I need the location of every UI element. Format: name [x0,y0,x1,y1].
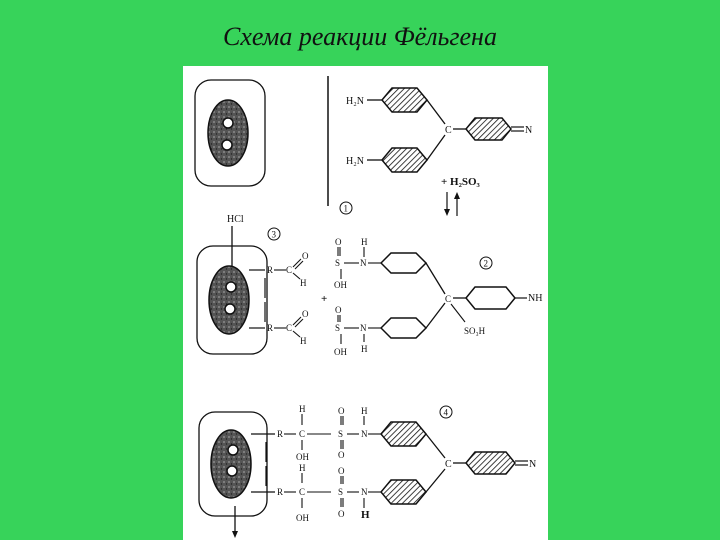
step-3-number: 3 [272,230,277,240]
benzene-ring-prod-bottom [380,479,427,505]
step-1-number: 1 [344,204,349,214]
label-o-1: O [302,251,309,261]
label-s-3: S [338,429,343,439]
label-oh-1: OH [334,280,347,290]
label-o-3: O [335,237,342,247]
step-2-number: 2 [484,259,489,269]
cell-2 [196,245,268,355]
label-n-top: N [525,125,532,136]
benzene-ring-right-mid [465,286,516,310]
label-r-4: R [277,487,283,497]
label-h-6: H [361,406,368,416]
label-h-1: H [300,278,307,288]
label-h2so3: + H₂SO₃ [441,176,481,188]
step-marker-2 [479,256,493,270]
label-n-4: N [361,429,368,439]
label-h-7: H [299,463,306,473]
aldehyde-group-bottom: R C O H [267,309,309,346]
label-n-6: N [361,487,368,497]
label-h2n-top: H₂N [346,96,364,107]
label-o-2: O [302,309,309,319]
product-bottom-chain: R H C OH O S O N H [277,463,446,523]
benzene-ring-mid-bottom [379,317,428,339]
sulfonic-acid-group-bottom: O S OH N H [334,302,446,357]
label-oh-4: OH [296,513,309,523]
equilibrium-arrows [444,192,460,216]
label-oh-2: OH [334,347,347,357]
product-top-chain: R H C OH O S O H N [277,404,446,462]
label-n-3: N [360,323,367,333]
label-c-6: C [445,459,452,470]
label-s-1: S [335,258,340,268]
schiff-reagent-molecule: H₂N C N H₂N [346,87,532,173]
label-c-4: C [445,294,451,304]
label-n-2: N [360,258,367,268]
step-4-number: 4 [444,408,449,418]
benzene-ring-top [381,87,428,113]
sulfonic-acid-group-top: O S OH H N [334,237,446,295]
label-h-4: H [361,344,368,354]
label-c-3: C [286,323,292,333]
label-s-4: S [338,487,343,497]
label-n-5: N [529,459,536,470]
label-o-8: O [338,509,345,519]
label-r-2: R [267,323,273,333]
label-o-5: O [338,406,345,416]
step-marker-4 [439,405,453,419]
step-marker-1 [339,201,353,215]
benzene-ring-bottom [381,147,428,173]
benzene-ring-prod-right [465,451,516,475]
benzene-ring-right-top [465,117,512,141]
label-c-top: C [445,125,452,136]
label-c-7: C [299,487,305,497]
label-o-6: O [338,450,345,460]
aldehyde-group-top: R C O H [267,251,309,288]
reaction-scheme-panel: H₂N C N H₂N + H₂SO₃ 1 HCl 3 [183,66,548,540]
cell-1 [194,79,266,187]
label-nh: NH [528,293,542,304]
step-marker-3 [267,227,281,241]
label-h-3: H [361,237,368,247]
label-hcl: HCl [227,214,244,225]
label-o-7: O [338,466,345,476]
label-oh-3: OH [296,452,309,462]
label-so3h: SO₃H [464,326,486,336]
slide-title: Схема реакции Фёльгена [223,22,497,51]
label-c-5: C [299,429,305,439]
cell-3 [198,411,275,538]
reaction-scheme-diagram: H₂N C N H₂N + H₂SO₃ 1 HCl 3 [194,76,542,538]
benzene-ring-mid-top [379,252,428,274]
label-plus: + [321,293,327,305]
label-h-8: H [361,509,370,521]
label-c-2: C [286,265,292,275]
label-h-2: H [300,336,307,346]
label-h2n-bottom: H₂N [346,156,364,167]
label-s-2: S [335,323,340,333]
label-o-4: O [335,305,342,315]
benzene-ring-prod-top [380,421,427,447]
label-r-3: R [277,429,283,439]
label-r-1: R [267,265,273,275]
label-h-5: H [299,404,306,414]
